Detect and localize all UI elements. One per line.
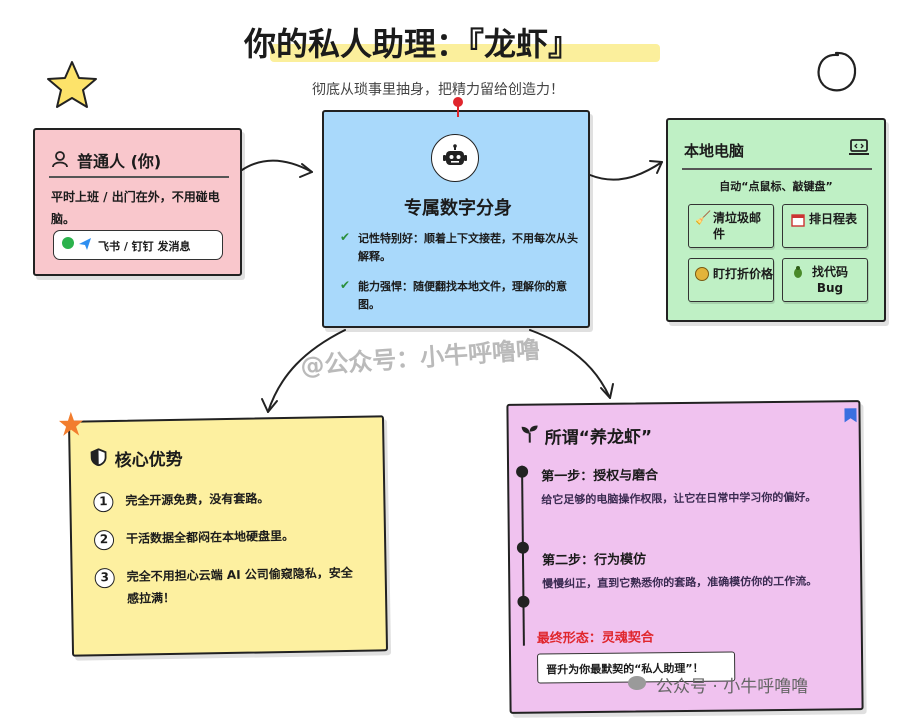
advantages-title: 核心优势 bbox=[114, 449, 183, 471]
point-memory: 记性特别好：顺着上下文接茬，不用每次从头解释。 bbox=[358, 232, 578, 263]
page-title: 你的私人助理：『龙虾』 bbox=[244, 25, 581, 63]
step2-title: 第二步：行为模仿 bbox=[541, 552, 647, 569]
advantage-item: 干活数据全都闷在本地硬盘里。 bbox=[125, 528, 295, 546]
user-icon bbox=[52, 151, 68, 168]
tile-clean-spam: 🧹 清垃圾邮件 bbox=[688, 204, 774, 248]
circle-doodle-icon bbox=[817, 51, 857, 92]
sprout-icon bbox=[521, 425, 538, 443]
wechat-channel-icon bbox=[628, 676, 646, 690]
page-subtitle: 彻底从琐事里抽身，把精力留给创造力！ bbox=[312, 82, 564, 98]
timeline-dot bbox=[516, 465, 529, 478]
step-number: 1 bbox=[93, 491, 114, 513]
final-form-label: 最终形态：灵魂契合 bbox=[536, 630, 654, 647]
digital-twin-card: 专属数字分身 ✔ 记性特别好：顺着上下文接茬，不用每次从头解释。 ✔ 能力强悍：… bbox=[322, 97, 590, 328]
step2-desc: 慢慢纠正，直到它熟悉你的套路，准确模仿你的工作流。 bbox=[542, 574, 818, 591]
raise-lobster-title: 所谓“养龙虾” bbox=[544, 427, 653, 449]
raise-lobster-card: 所谓“养龙虾” 第一步：授权与磨合 给它足够的电脑操作权限，让它在日常中学习你的… bbox=[506, 400, 864, 714]
tile-find-bug: 找代码 Bug bbox=[782, 258, 868, 302]
shield-icon bbox=[90, 448, 107, 467]
local-computer-title: 本地电脑 bbox=[684, 142, 745, 160]
laptop-icon bbox=[849, 139, 869, 155]
broom-icon: 🧹 bbox=[695, 211, 712, 226]
tile-price-watch: 盯打折价格 bbox=[688, 258, 774, 302]
tile-schedule: 排日程表 bbox=[782, 204, 868, 248]
paper-plane-icon bbox=[79, 238, 91, 250]
advantages-card: 核心优势 1 完全开源免费，没有套路。 2 干活数据全都闷在本地硬盘里。 3 完… bbox=[58, 411, 389, 657]
title-highlight bbox=[270, 44, 660, 62]
advantage-item: 完全不用担心云端 AI 公司偷窥隐私，安全感拉满！ bbox=[126, 565, 353, 606]
advantage-item: 完全开源免费，没有套路。 bbox=[125, 491, 270, 508]
tile-label: 清垃圾邮件 bbox=[713, 211, 762, 241]
message-channel-pill: 飞书 / 钉钉 发消息 bbox=[53, 230, 223, 260]
step-number: 3 bbox=[94, 567, 115, 589]
bookmark-badge-icon bbox=[844, 408, 857, 423]
calendar-icon bbox=[791, 214, 805, 227]
timeline-dot bbox=[516, 541, 529, 554]
pushpin-icon bbox=[453, 97, 463, 117]
money-bag-icon bbox=[695, 267, 709, 281]
tile-label: 找代码 Bug bbox=[811, 265, 848, 295]
step1-desc: 给它足够的电脑操作权限，让它在日常中学习你的偏好。 bbox=[541, 490, 817, 507]
check-icon: ✔ bbox=[340, 278, 351, 292]
divider bbox=[682, 168, 872, 170]
local-computer-card: 本地电脑 自动“点鼠标、敲键盘” 🧹 清垃圾邮件 排日程表 盯打折价格 找代码 … bbox=[666, 118, 886, 322]
point-ability: 能力强悍：随便翻找本地文件，理解你的意图。 bbox=[358, 280, 567, 311]
user-card-desc: 平时上班 / 出门在外，不用碰电脑。 bbox=[51, 190, 220, 226]
step1-title: 第一步：授权与磨合 bbox=[541, 468, 659, 485]
step-number: 2 bbox=[93, 529, 115, 551]
wechat-icon bbox=[62, 237, 74, 249]
local-computer-subtitle: 自动“点鼠标、敲键盘” bbox=[719, 180, 833, 193]
message-channel-label: 飞书 / 钉钉 发消息 bbox=[98, 240, 191, 253]
star-badge-icon bbox=[58, 411, 83, 436]
check-icon: ✔ bbox=[340, 230, 351, 244]
user-card-title: 普通人 (你) bbox=[77, 152, 162, 171]
bottom-watermark: 公众号 · 小牛呼噜噜 bbox=[656, 677, 809, 697]
star-doodle-icon bbox=[47, 61, 97, 108]
bug-icon bbox=[794, 266, 802, 278]
divider bbox=[49, 176, 229, 178]
robot-avatar bbox=[431, 134, 479, 182]
tile-label: 排日程表 bbox=[809, 212, 858, 226]
tile-label: 盯打折价格 bbox=[713, 267, 774, 281]
timeline-line bbox=[521, 465, 525, 646]
digital-twin-title: 专属数字分身 bbox=[404, 198, 512, 219]
timeline-dot bbox=[517, 595, 530, 608]
user-card: 普通人 (你) 平时上班 / 出门在外，不用碰电脑。 飞书 / 钉钉 发消息 bbox=[33, 128, 242, 276]
robot-icon bbox=[443, 144, 467, 165]
